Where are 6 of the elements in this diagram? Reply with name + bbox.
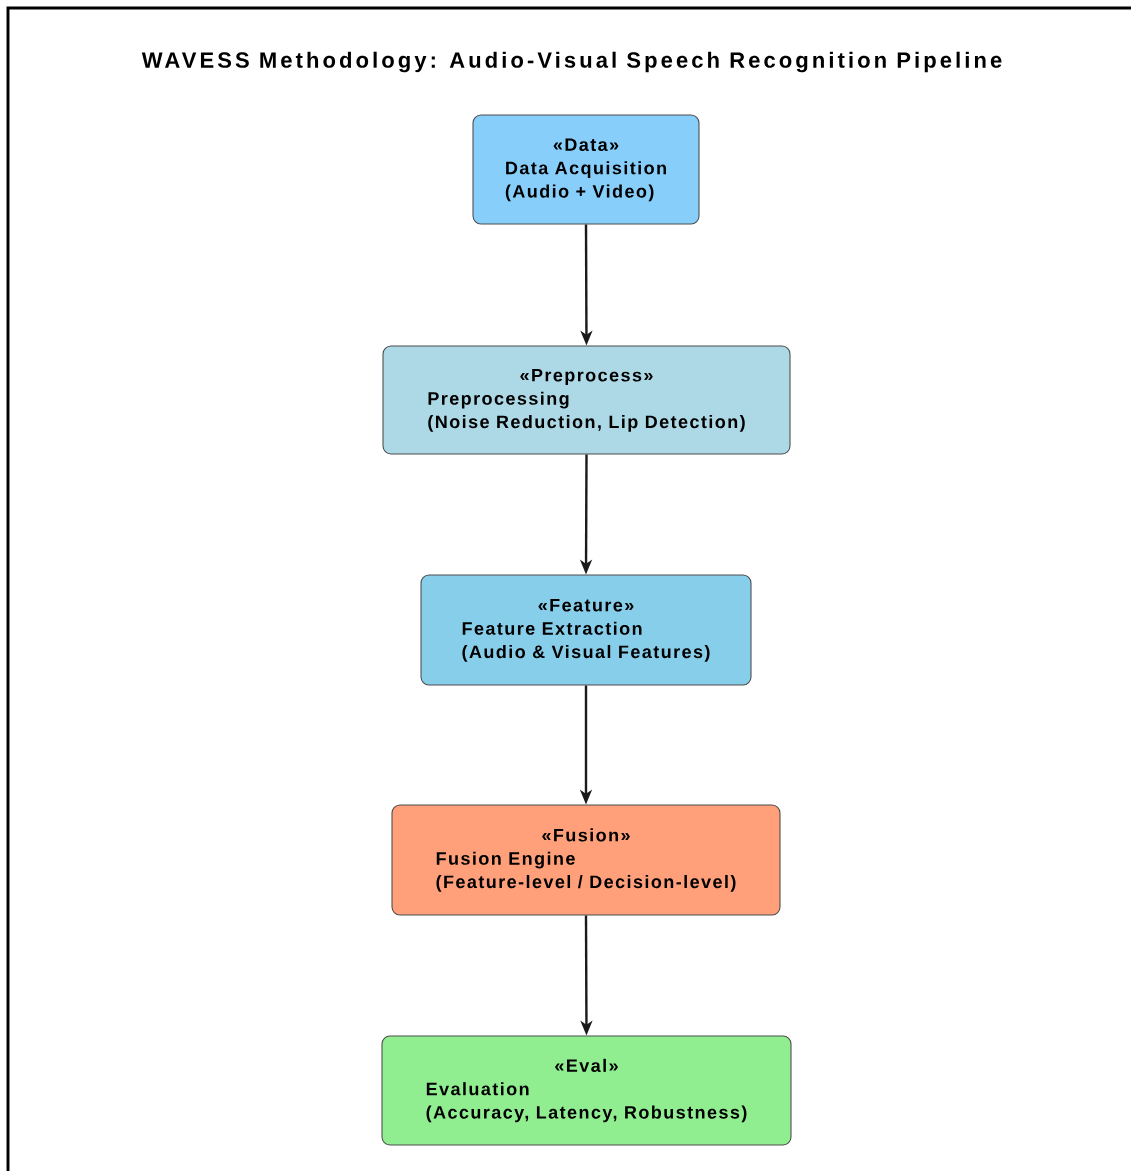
process-box: «Eval» Evaluation (Accuracy, Latency, Robustness) <box>381 1035 792 1146</box>
process-box: «Preprocess» Preprocessing (Noise Reduction, Lip Detection) <box>382 345 791 455</box>
title: WAVESS Methodology: Audio-Visual Speech Recognition Pipeline <box>141 51 1002 73</box>
process-box: «Data» Data Acquisition (Audio + Video) <box>472 114 700 225</box>
process-box: «Fusion» Fusion Engine (Feature-level / Decision-level) <box>391 804 781 916</box>
process-box: «Feature» Feature Extraction (Audio & Visual Features) <box>420 574 752 686</box>
